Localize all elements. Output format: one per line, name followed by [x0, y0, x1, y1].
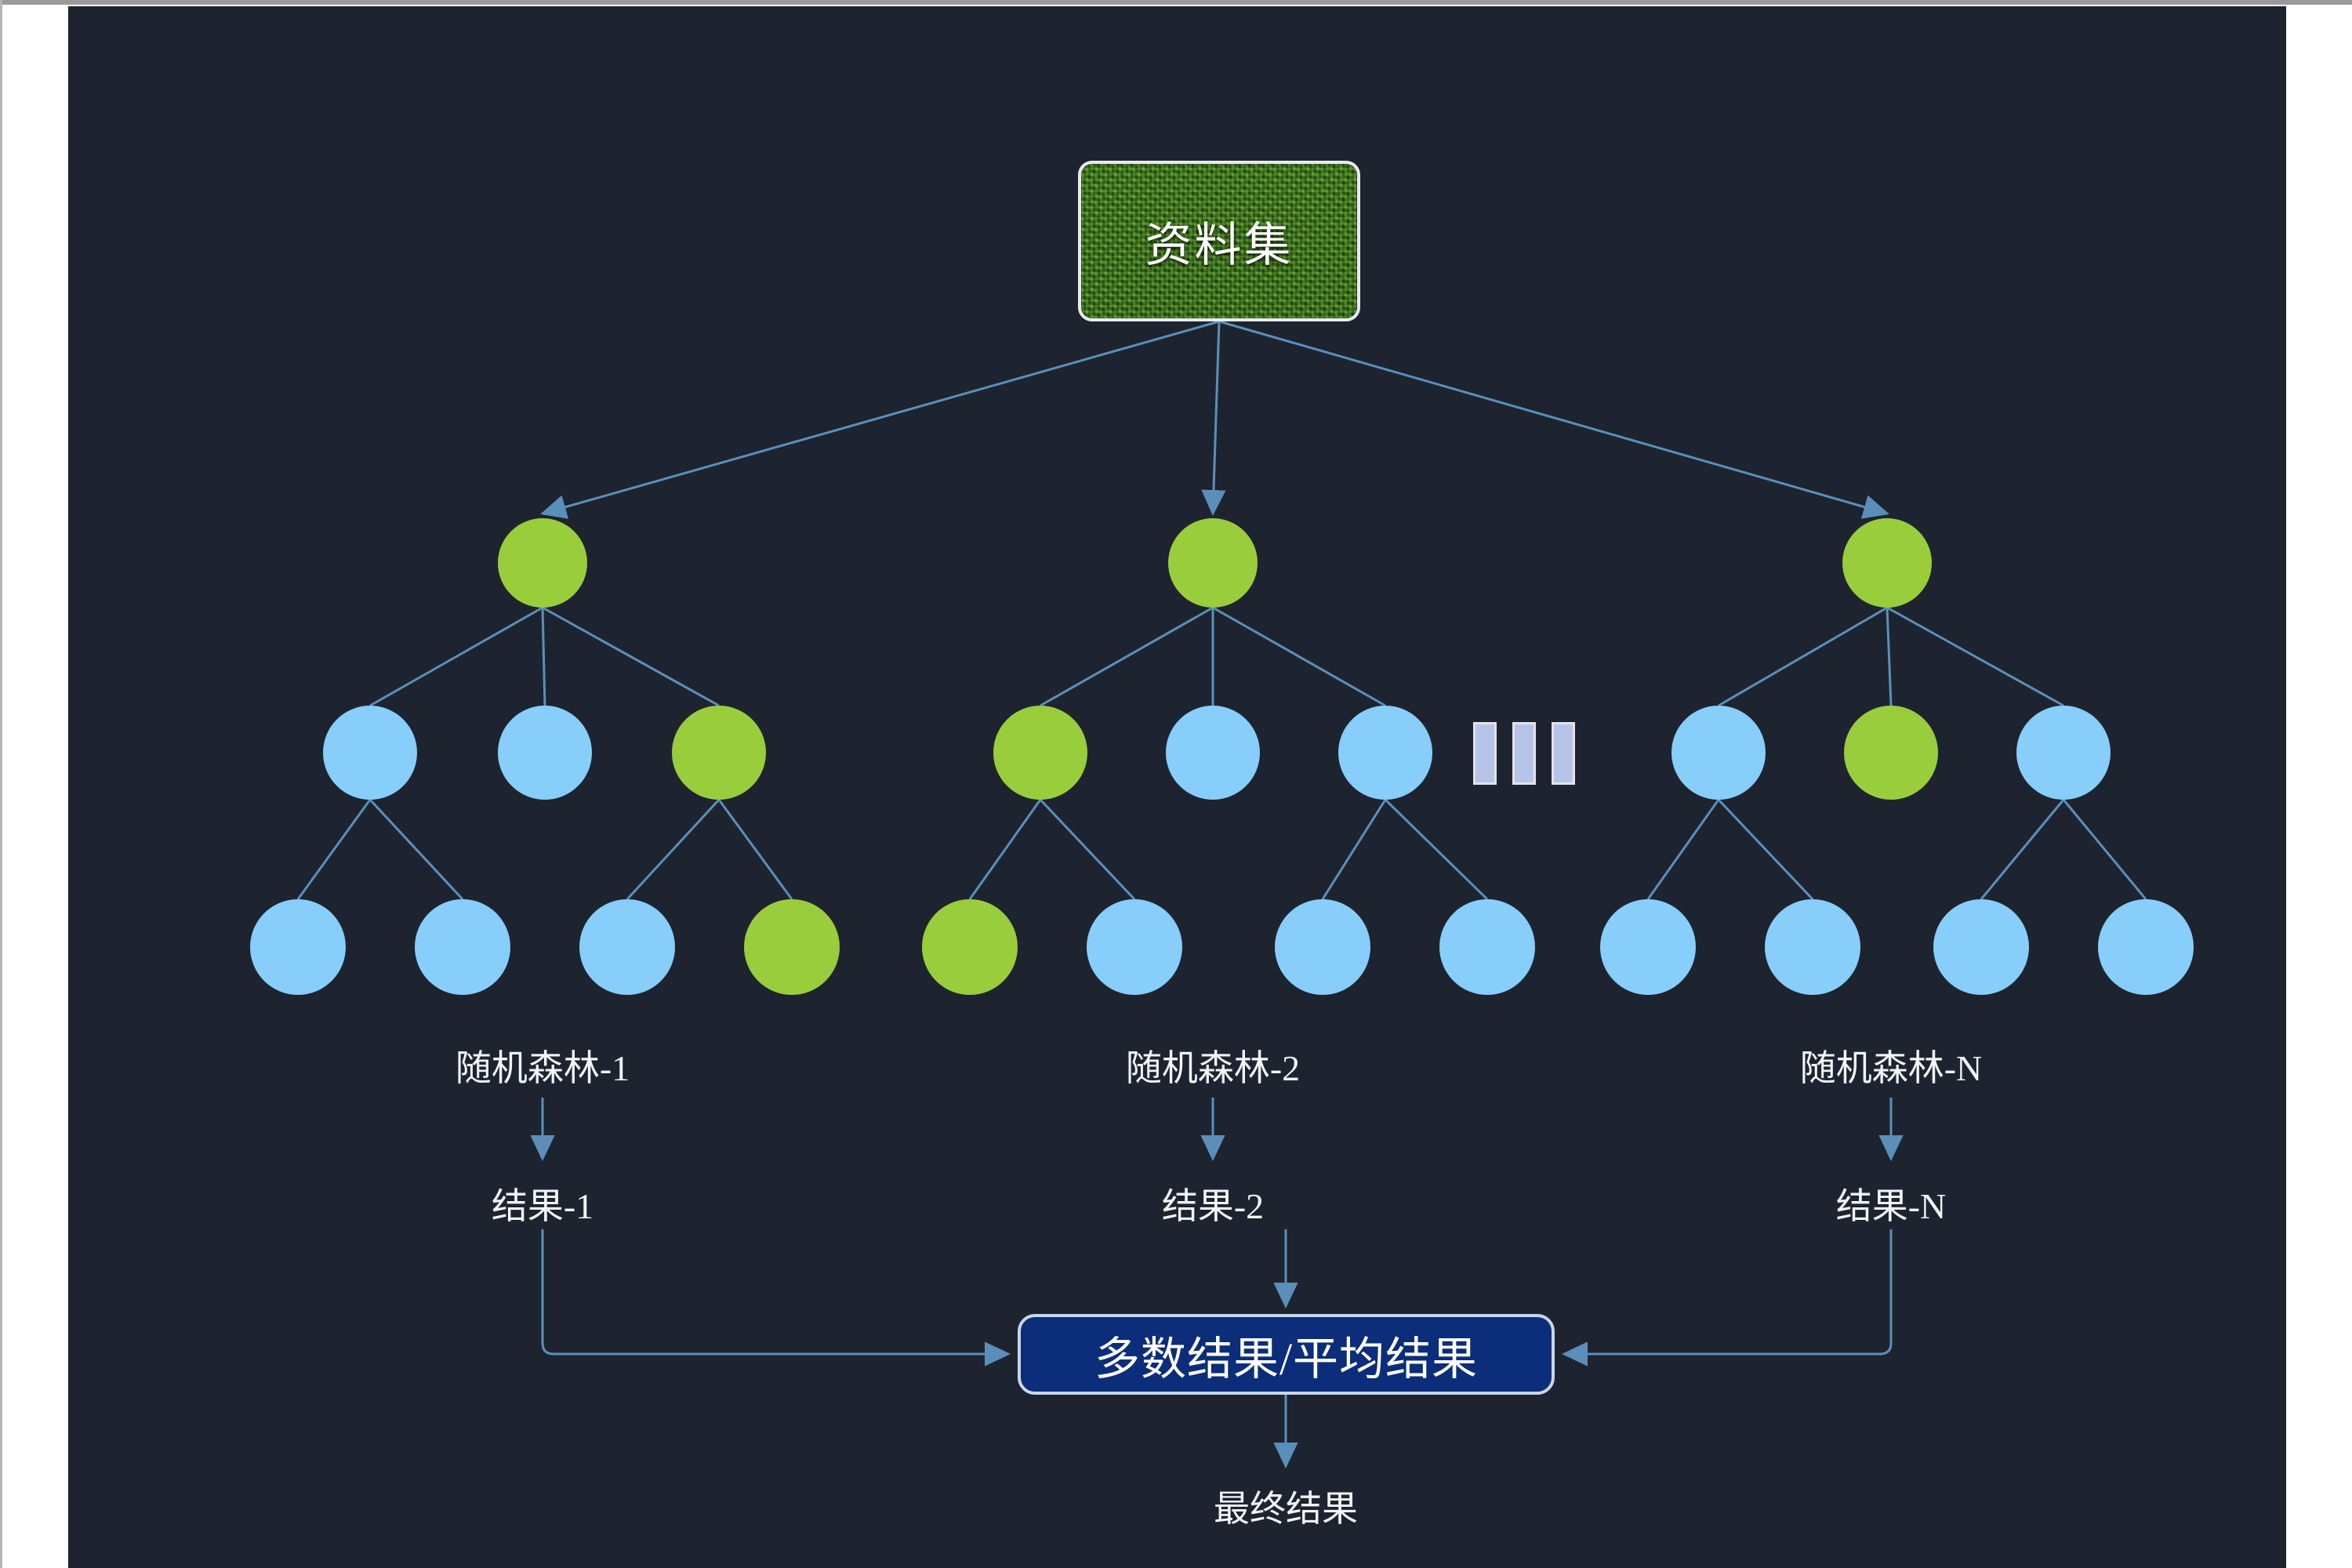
edge-l2-l3 [1384, 798, 1489, 901]
tree-node-l3-f1-1[interactable] [250, 899, 346, 995]
result-label-2: 结果-2 [1161, 1186, 1265, 1226]
tree-node-l2-f2-1[interactable] [993, 706, 1087, 800]
edge-l2-l3 [1321, 799, 1387, 900]
edge-l1-l2 [1718, 606, 1888, 707]
edge-result1-to-aggregate [541, 1229, 1011, 1367]
page-top-border [0, 0, 2352, 5]
tree-node-l2-f3-2[interactable] [1844, 706, 1938, 800]
final-result-label: 最终结果 [1214, 1489, 1358, 1529]
edge-l2-l3 [717, 799, 793, 900]
more-forests-indicator [1473, 722, 1575, 785]
ellipsis-bar [1473, 722, 1497, 785]
forest-label-1: 随机森林-1 [455, 1048, 630, 1088]
tree-node-l3-f1-3[interactable] [579, 899, 675, 995]
dataset-node-label: 资料集 [1145, 220, 1294, 271]
edge-l2-l3 [296, 799, 372, 900]
tree-node-root-f2[interactable] [1168, 518, 1258, 608]
tree-node-l3-f3-3[interactable] [1933, 899, 2029, 995]
edge-l1-l2 [369, 606, 543, 707]
edge-l2-l3 [2062, 799, 2147, 900]
edge-l1-l2 [1212, 606, 1386, 707]
tree-node-l2-f1-1[interactable] [323, 706, 417, 800]
edge-l2-l3 [1646, 799, 1720, 900]
tree-node-l3-f2-1[interactable] [922, 899, 1018, 995]
edge-l2-l3 [368, 798, 464, 901]
tree-node-l2-f3-3[interactable] [2016, 706, 2111, 800]
tree-node-l2-f1-2[interactable] [498, 706, 592, 800]
edge-l2-l3 [626, 798, 720, 901]
edge-l1-l2 [1886, 607, 1893, 706]
tree-node-l3-f2-3[interactable] [1275, 899, 1370, 995]
forest-label-2: 随机森林-2 [1125, 1048, 1301, 1088]
dataset-node[interactable]: 资料集 [1078, 161, 1360, 321]
ellipsis-bar [1552, 722, 1575, 785]
tree-node-l3-f3-4[interactable] [2098, 899, 2194, 995]
connector-layer [250, 320, 2194, 1468]
edge-l2-l3 [1980, 799, 2065, 900]
edge-l1-l2 [1040, 606, 1214, 707]
tree-node-l3-f3-2[interactable] [1765, 899, 1860, 995]
edge-dataset-to-forest-3 [1218, 320, 1889, 519]
tree-node-l3-f2-2[interactable] [1087, 899, 1182, 995]
edge-resultN-to-aggregate [1562, 1229, 1893, 1367]
edge-l1-l2 [541, 607, 546, 706]
aggregate-node-label: 多数结果/平均结果 [1094, 1333, 1479, 1385]
tree-node-root-f1[interactable] [498, 518, 587, 608]
edge-l2-l3 [968, 799, 1042, 900]
tree-node-l2-f2-3[interactable] [1338, 706, 1432, 800]
aggregate-node[interactable]: 多数结果/平均结果 [1018, 1314, 1555, 1395]
ellipsis-bar [1512, 722, 1536, 785]
forest-label-n: 随机森林-N [1799, 1048, 1983, 1088]
tree-node-l2-f2-2[interactable] [1166, 706, 1260, 800]
edge-l2-l3 [1039, 798, 1136, 901]
edge-l1-l2 [1886, 606, 2064, 707]
page-left-border [0, 0, 2, 1568]
edge-l1-l2 [542, 606, 720, 707]
tree-node-l3-f2-4[interactable] [1439, 899, 1535, 995]
tree-node-l2-f3-1[interactable] [1671, 706, 1766, 800]
edge-dataset-to-forest-2 [1201, 321, 1226, 516]
diagram-canvas: 资料集 随机森林-1 结果-1 随机森林-2 结果-2 随机森林-N 结果-N … [68, 6, 2286, 1568]
tree-node-l3-f1-4[interactable] [744, 899, 840, 995]
tree-node-root-f3[interactable] [1842, 518, 1932, 608]
edge-l2-l3 [1717, 798, 1814, 901]
tree-node-l3-f3-1[interactable] [1600, 899, 1696, 995]
tree-node-l2-f1-3[interactable] [672, 706, 766, 800]
tree-node-l3-f1-2[interactable] [415, 899, 510, 995]
result-label-1: 结果-1 [491, 1186, 594, 1226]
result-label-n: 结果-N [1835, 1186, 1947, 1226]
edge-dataset-to-forest-1 [540, 320, 1220, 519]
